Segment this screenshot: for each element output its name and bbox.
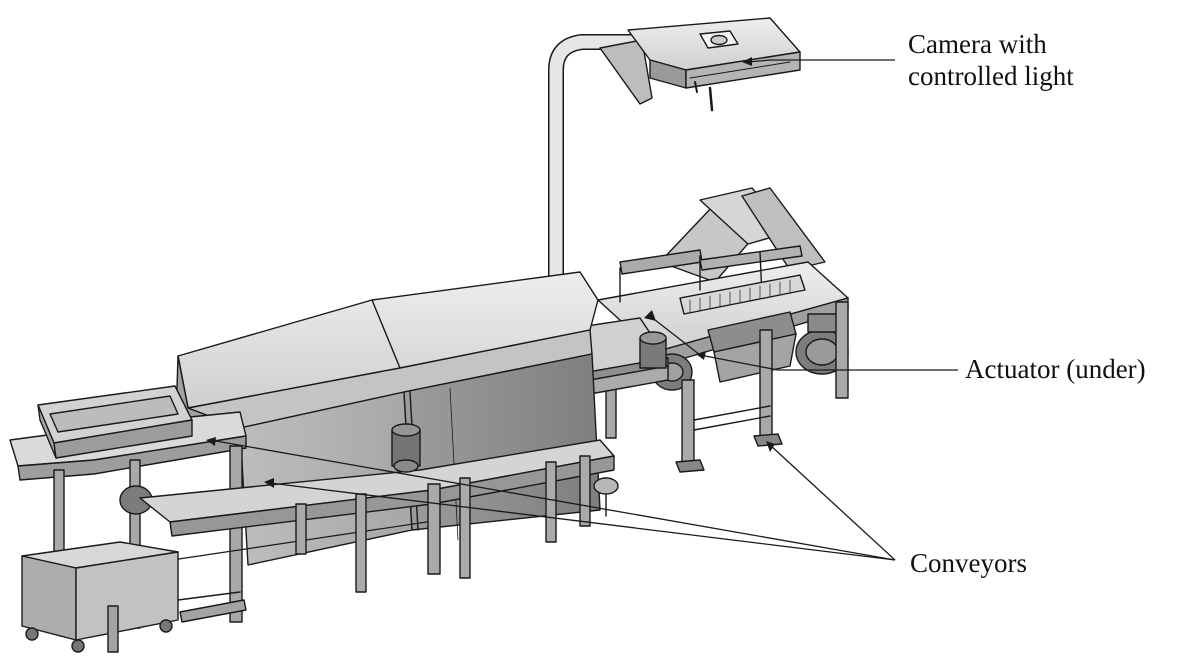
lower-output-conveyor — [139, 423, 619, 601]
callout-actuator: Actuator (under) — [965, 353, 1146, 385]
callout-camera-line1: Camera with — [908, 29, 1047, 59]
callout-conveyors: Conveyors — [910, 547, 1027, 579]
actuator-table — [597, 187, 849, 473]
callout-conveyors-text: Conveyors — [910, 548, 1027, 578]
callout-line-actuator-top — [649, 315, 701, 356]
callout-camera-line2: controlled light — [908, 61, 1074, 91]
callout-lines — [209, 59, 958, 561]
callout-camera: Camera with controlled light — [908, 28, 1074, 92]
collection-bin — [21, 541, 179, 653]
base-frame — [107, 599, 247, 653]
camera-assembly — [548, 17, 801, 286]
callout-actuator-text: Actuator (under) — [965, 354, 1146, 384]
